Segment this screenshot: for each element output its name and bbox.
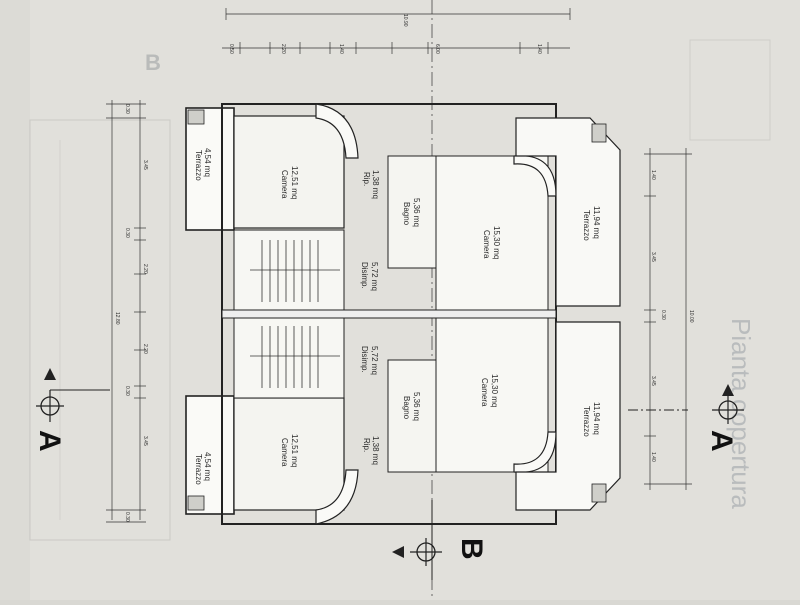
- dim-top-seg-4: 1.40: [536, 44, 542, 54]
- dim-right-seg-2: 0.30: [660, 310, 666, 320]
- room-camera-top-right-area: 15,30 mq: [492, 226, 501, 259]
- ghost-section-b-top: B: [145, 50, 161, 75]
- room-disimp-bottom-area: 5,72 mq: [370, 346, 379, 375]
- section-marker-a-right: [628, 384, 744, 424]
- left-dimension-lines: [106, 100, 146, 523]
- dim-left-total: 12.80: [114, 312, 120, 325]
- dim-right-seg-3: 3.45: [650, 376, 656, 386]
- room-camera-bottom-left-area: 12,51 mq: [290, 434, 299, 467]
- section-marker-b-bottom: [392, 500, 442, 580]
- watermark-text: Pianta copertura: [726, 318, 756, 509]
- dim-top-seg-2: 1.40: [338, 44, 344, 54]
- dim-top-total: 10.90: [402, 14, 408, 27]
- room-rip-top-name: Rip.: [362, 172, 371, 186]
- room-bagno-top-area: 5,36 mq: [412, 198, 421, 227]
- room-terrazzo-bottom-right-area: 11,94 mq: [592, 402, 601, 435]
- dim-left-seg-1: 3.45: [142, 160, 148, 170]
- room-bagno-bottom-area: 5,36 mq: [412, 392, 421, 421]
- dim-left-seg-7: 0.30: [124, 512, 130, 522]
- dim-top-seg-1: 2.20: [280, 44, 286, 54]
- section-label-a-right: A: [705, 430, 738, 452]
- dim-right-seg-4: 1.40: [650, 452, 656, 462]
- room-rip-bottom-name: Rip.: [362, 438, 371, 452]
- room-rip-top-area: 1,38 mq: [371, 170, 380, 199]
- dim-right-total: 10.00: [688, 310, 694, 323]
- dim-left-seg-4: 2.20: [142, 344, 148, 354]
- dim-right-seg-1: 3.45: [650, 252, 656, 262]
- dim-top-seg-3: 6.00: [434, 44, 440, 54]
- dim-left-seg-0: 0.30: [124, 104, 130, 114]
- dim-left-seg-5: 0.30: [124, 386, 130, 396]
- dim-left-seg-2: 0.30: [124, 228, 130, 238]
- room-disimp-top-name: Disimp.: [360, 262, 369, 289]
- room-bagno-bottom-name: Bagno: [402, 396, 411, 420]
- room-terrazzo-bottom-left-area: 4,54 mq: [203, 452, 212, 481]
- room-camera-bottom-left-name: Camera: [280, 438, 289, 467]
- section-label-a-left: A: [33, 430, 66, 452]
- room-camera-bottom-right-area: 15,30 mq: [490, 374, 499, 407]
- room-terrazzo-bottom-left-name: Terrazzo: [194, 454, 203, 485]
- room-terrazzo-top-right-area: 11,94 mq: [592, 206, 601, 239]
- right-dimension-lines: [644, 148, 692, 490]
- room-disimp-top-area: 5,72 mq: [370, 262, 379, 291]
- top-dimension-lines: [222, 8, 571, 54]
- faded-background-plan: [29, 39, 771, 541]
- section-marker-a-left: [36, 368, 110, 422]
- room-rip-bottom-area: 1,38 mq: [371, 436, 380, 465]
- room-terrazzo-top-left-name: Terrazzo: [194, 150, 203, 181]
- room-camera-bottom-right-name: Camera: [480, 378, 489, 407]
- building-walls: [185, 103, 621, 525]
- room-terrazzo-bottom-right-name: Terrazzo: [582, 406, 591, 437]
- room-disimp-bottom-name: Disimp.: [360, 346, 369, 373]
- room-camera-top-right-name: Camera: [482, 230, 491, 259]
- dim-right-seg-0: 1.40: [650, 170, 656, 180]
- room-labels: Terrazzo 4,54 mq Camera 12,51 mq Rip. 1,…: [194, 148, 601, 485]
- room-bagno-top-name: Bagno: [402, 202, 411, 226]
- dim-left-seg-6: 3.45: [142, 436, 148, 446]
- room-terrazzo-top-left-area: 4,54 mq: [203, 148, 212, 177]
- dim-top-seg-0: 0.50: [228, 44, 234, 54]
- room-camera-top-left-name: Camera: [280, 170, 289, 199]
- dim-left-seg-3: 2.20: [142, 264, 148, 274]
- staircase-treads: [250, 240, 340, 388]
- room-terrazzo-top-right-name: Terrazzo: [582, 210, 591, 241]
- room-camera-top-left-area: 12,51 mq: [290, 166, 299, 199]
- section-label-b-bottom: B: [455, 538, 488, 560]
